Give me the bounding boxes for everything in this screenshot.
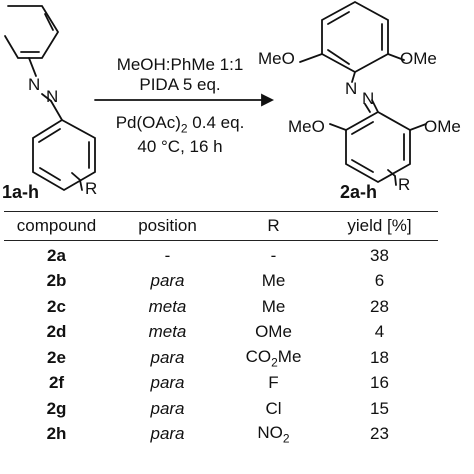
product-bottom-aryl-ring [329,110,427,186]
cell-position: para [150,271,185,291]
table-header-row: compound position R yield [%] [4,212,438,239]
product-nitrogen-2: N [362,89,375,108]
yields-table: compound position R yield [%] 2a - - 38 … [4,212,438,447]
reactant-bottom-phenyl-ring [32,118,96,192]
catalyst-loading: 0.4 eq. [187,113,245,132]
cell-position: meta [148,322,187,342]
cell-position: para [150,373,185,393]
table-row: 2b para Me 6 [4,269,438,295]
product-methoxy-top-right: OMe [400,49,437,68]
r-formula: NO [257,423,283,443]
conditions-solvent: MeOH:PhMe 1:1 [116,55,244,74]
table-header-rule [4,240,438,241]
cell-position: meta [148,296,187,316]
conditions-oxidant: PIDA 5 eq. [139,75,221,94]
reactant-label: 1a-h [2,182,40,202]
cell-yield: 38 [370,245,389,265]
reactant-nitrogen-1: N [28,75,41,94]
reaction-scheme [4,0,427,192]
cell-r: Me [261,296,286,316]
cell-position: - [164,245,171,265]
table-row: 2d meta OMe 4 [4,320,438,346]
product-r-group: R [398,175,411,194]
table-row: 2e para CO2Me 18 [4,345,438,371]
product-top-aryl-ring [299,0,405,74]
reactant-azo-bond [28,57,63,121]
reactant-top-phenyl-ring [4,5,60,59]
r-formula: CO [245,346,272,366]
r-subscript: 2 [282,431,290,446]
cell-position: para [150,347,185,367]
catalyst-subscript: 2 [180,121,188,136]
cell-yield: 6 [374,271,385,291]
cell-r: F [268,373,279,393]
cell-yield: 23 [370,424,389,444]
header-position: position [138,215,197,235]
product-methoxy-top-left: MeO [258,49,295,68]
r-subscript: 2 [271,354,278,369]
header-r: R [267,215,280,235]
catalyst-formula: Pd(OAc) [115,113,181,132]
conditions-catalyst: Pd(OAc)2 0.4 eq. [90,114,270,134]
cell-compound: 2e [47,347,66,367]
cell-compound: 2c [47,296,66,316]
cell-yield: 16 [370,373,389,393]
cell-compound: 2g [46,398,67,418]
reactant-r-group: R [85,179,98,198]
table-row: 2a - - 38 [4,243,438,269]
header-compound: compound [16,215,97,235]
cell-yield: 28 [370,296,389,316]
cell-r: OMe [255,322,292,342]
cell-r: - [270,245,277,265]
cell-position: para [150,424,185,444]
table-row: 2f para F 16 [4,371,438,397]
product-label: 2a-h [340,182,378,202]
cell-compound: 2a [47,245,66,265]
product-methoxy-bottom-right: OMe [424,117,461,136]
r-formula-tail: Me [277,346,302,366]
reaction-arrow [94,93,275,107]
product-nitrogen-1: N [345,79,358,98]
conditions-temperature-time: 40 °C, 16 h [137,137,223,156]
cell-compound: 2d [46,322,67,342]
cell-compound: 2f [48,373,65,393]
cell-r: CO2Me [226,345,321,371]
cell-yield: 18 [370,347,389,367]
cell-compound: 2h [46,424,67,444]
table-row: 2c meta Me 28 [4,294,438,320]
cell-position: para [150,398,185,418]
cell-r: NO2 [226,422,321,448]
table-top-rule [4,211,438,212]
cell-compound: 2b [46,271,67,291]
cell-yield: 15 [370,398,389,418]
reactant-nitrogen-2: N [46,87,59,106]
product-methoxy-bottom-left: MeO [288,117,325,136]
cell-r: Cl [265,398,282,418]
header-yield: yield [%] [347,215,412,235]
table-row: 2g para Cl 15 [4,396,438,422]
cell-r: Me [261,271,286,291]
product-azo-bond [351,71,379,113]
cell-yield: 4 [374,322,385,342]
table-row: 2h para NO2 23 [4,422,438,448]
